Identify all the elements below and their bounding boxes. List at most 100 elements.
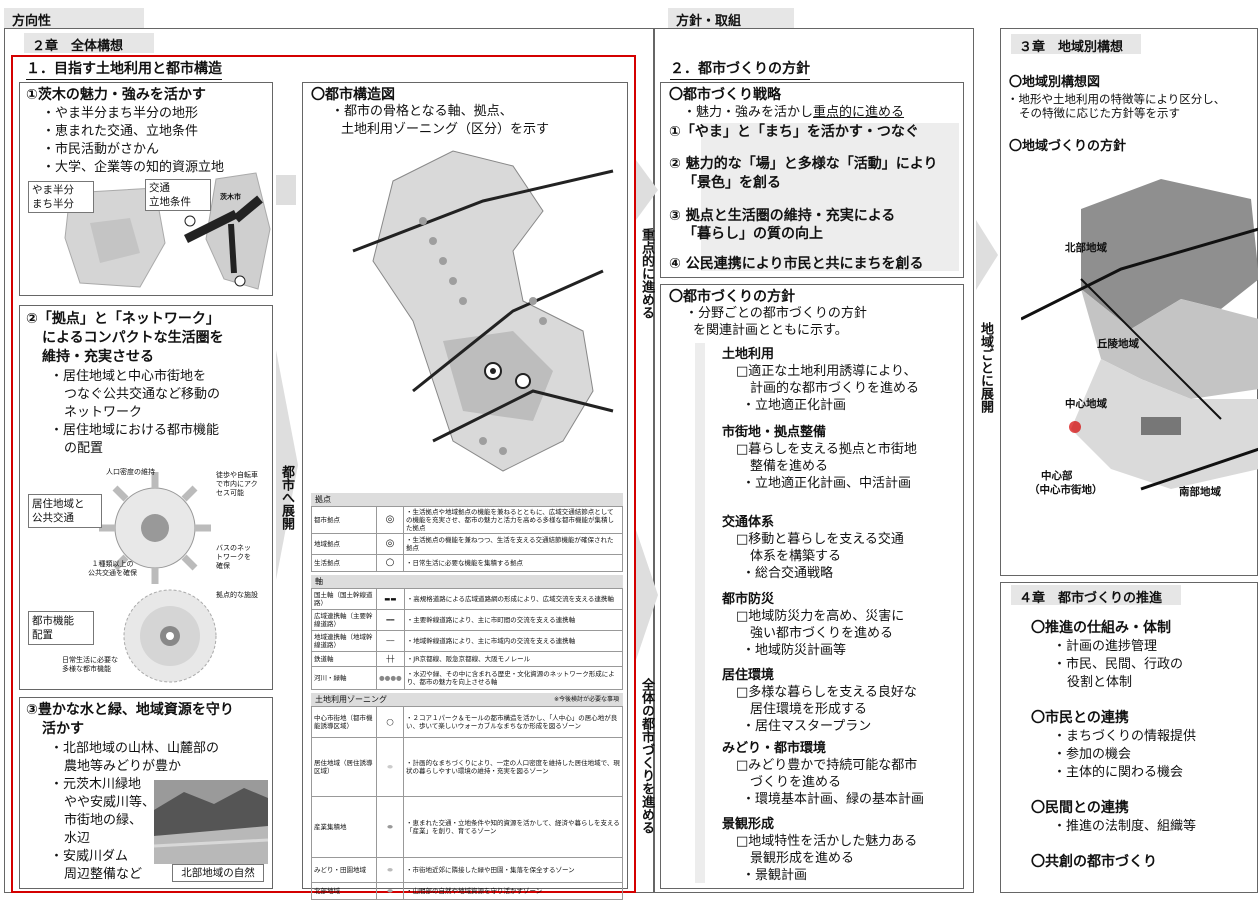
legend-desc: ・地域幹線道路により、主に市域内の交流を支える連携軸 (403, 630, 624, 652)
policy-line: □移動と暮らしを支える交通 (736, 532, 904, 547)
arrow-city-label: 都市へ展開 (279, 465, 294, 530)
legend-name: 北部地域 (311, 882, 377, 900)
legend-row: 広域連携軸（主要幹線道路）━━・主要幹線道路により、主に市町間の交流を支える連携… (311, 609, 624, 631)
ch4-section-head: 〇推進の仕組み・体制 (1031, 620, 1171, 636)
water-item: 水辺 (64, 831, 91, 846)
policy-line: 整備を進める (750, 459, 829, 474)
legend-name: 地域拠点 (311, 533, 377, 555)
water-item: 市街地の緑、 (64, 813, 143, 828)
network-diagram (99, 472, 211, 584)
chapter3-box: ３章 地域別構想 〇地域別構想図 ・地形や土地利用の特徴等により区分し、 その特… (1000, 28, 1258, 576)
policy-line: □暮らしを支える拠点と市街地 (736, 442, 917, 457)
policy-line: 居住環境を形成する (750, 702, 868, 717)
policy-line: □地域特性を活かした魅力ある (736, 834, 918, 849)
policy-group-head: 景観形成 (722, 817, 775, 832)
arrow-region-label: 地域ごとに展開 (978, 322, 993, 413)
strategy-box: 〇都市づくり戦略 ・魅力・強みを活かし重点的に進める ①「やま」と「まち」を活か… (660, 82, 964, 278)
policy-line: 強い都市づくりを進める (750, 626, 894, 641)
hub-item: の配置 (64, 441, 104, 456)
transit-line: １種類以上の (91, 560, 134, 568)
water-item: やや安威川等、 (64, 795, 156, 810)
residential-zone-swatch: ⬬ (376, 737, 404, 797)
strategy-item: ①「やま」と「まち」を活かす・つなぐ (669, 124, 919, 140)
arrow-to-structure-top (276, 175, 296, 205)
structure-desc: ・都市の骨格となる軸、拠点、 (331, 104, 513, 119)
strategy-sub: ・魅力・強みを活かし重点的に進める (683, 104, 904, 122)
charm-item: ・恵まれた交通、立地条件 (42, 124, 199, 139)
life-hub-symbol: ○ (376, 554, 404, 572)
structure-map (352, 150, 614, 472)
charm-item: ・大学、企業等の知的資源立地 (42, 160, 225, 175)
direction-tab-label: 方向性 (12, 14, 52, 29)
structure-legend: 拠点 都市拠点◎・生活拠点や地域拠点の機能を兼ねるとともに、広域交通結節点として… (311, 493, 624, 900)
region-south-label: 南部地域 (1179, 486, 1221, 498)
bus-line: 確保 (216, 562, 230, 570)
bus-label: バスのネットワークを確保 (216, 544, 251, 571)
legend-zone-header: 土地利用ゾーニング※今後検討が必要な事項 (311, 693, 623, 706)
region-hill-label: 丘陵地域 (1097, 338, 1139, 350)
arrow-to-policy (636, 530, 658, 660)
residence-line: 公共交通 (32, 512, 74, 524)
urban-function-line: 都市機能 (32, 615, 74, 627)
legend-name: 地域連携軸（地域幹線道路） (311, 630, 377, 652)
legend-hub-header: 拠点 (311, 493, 623, 506)
region-map (1021, 179, 1258, 491)
policy-tab: 方針・取組 (668, 8, 794, 29)
walk-label: 徒歩や自転車で市内にアクセス可能 (216, 471, 258, 498)
legend-zone-table: 中心市街地（都市機能誘導区域）◯・２コア１パーク＆モールの都市構造を活かし、「人… (311, 706, 623, 900)
hub-item: つなぐ公共交通など移動の (64, 387, 221, 402)
legend-row: みどり・田園地域⬬・市街地近郊に隣接した緑や田園・集落を保全するゾーン (311, 857, 623, 883)
strategy-item: ④ 公民連携により市民と共にまちを創る (669, 256, 924, 272)
region-north-label: 北部地域 (1065, 242, 1107, 254)
legend-row: 鉄道軸┼┼・JR京都線、阪急京都線、大阪モノレール (311, 651, 624, 667)
terrain-label: やま半分 まち半分 (28, 181, 94, 213)
water-item: ・北部地域の山林、山麓部の (50, 741, 220, 756)
policy-line: 体系を構築する (750, 549, 842, 564)
policy-line: ・景観計画 (742, 868, 808, 883)
legend-hub-table: 都市拠点◎・生活拠点や地域拠点の機能を兼ねるとともに、広域交通結節点としての機能… (311, 506, 623, 572)
daily-function-label: 日常生活に必要な多様な都市機能 (62, 656, 118, 674)
region-core-label: 中心部 (1041, 470, 1073, 482)
legend-desc: ・２コア１パーク＆モールの都市構造を活かし、「人中心」の居心地が良い、歩いて楽し… (403, 706, 623, 738)
legend-row: 河川・緑軸●●●●・水辺や緑、その中に含まれる歴史・文化資源のネットワーク形成に… (311, 666, 624, 690)
ch4-line: ・まちづくりの情報提供 (1053, 729, 1197, 744)
policy-group-head: みどり・都市環境 (722, 741, 827, 756)
section1-title: １．目指す土地利用と都市構造 (26, 60, 222, 80)
region-map-desc: ・地形や土地利用の特徴等により区分し、 (1007, 92, 1226, 106)
legend-row: 地域拠点◎・生活拠点の機能を兼ねつつ、生活を支える交通結節機能が確保された拠点 (311, 533, 623, 555)
structure-desc: 土地利用ゾーニング（区分）を示す (341, 122, 550, 137)
bus-line: バスのネッ (216, 544, 251, 552)
hub-item: ・居住地域における都市機能 (50, 423, 220, 438)
policy-line: ・環境基本計画、緑の基本計画 (742, 792, 925, 807)
transport-map (183, 172, 271, 290)
arrow-to-strategy (636, 160, 658, 220)
legend-row: 居住地域（居住誘導区域）⬬・計画的なまちづくりにより、一定の人口密度を維持した居… (311, 737, 623, 797)
urban-function-label: 都市機能配置 (28, 611, 94, 645)
ch4-section-head: 〇共創の都市づくり (1031, 854, 1157, 870)
transit-label: １種類以上の公共交通を確保 (88, 560, 137, 578)
legend-desc: ・山間部の自然や地域資源を守り活かすゾーン (403, 882, 623, 900)
policy-desc: ・分野ごとの都市づくりの方針 (685, 306, 867, 321)
charm-item: ・やま半分まち半分の地形 (42, 106, 199, 121)
transport-label: 交通 立地条件 (145, 179, 211, 211)
daily-line: 多様な都市機能 (62, 665, 111, 673)
legend-desc: ・JR京都線、阪急京都線、大阪モノレール (403, 651, 624, 667)
legend-axis-header: 軸 (311, 575, 623, 588)
urban-function-line: 配置 (32, 629, 53, 641)
industry-zone-swatch: ⬬ (376, 796, 404, 858)
strategy-item: 「景色」を創る (683, 175, 781, 191)
region-center-label: 中心地域 (1065, 398, 1107, 410)
policy-tab-label: 方針・取組 (676, 14, 742, 29)
policy-line: ・居住マスタープラン (742, 719, 872, 734)
wide-axis-symbol: ━━ (376, 609, 405, 631)
legend-desc: ・計画的なまちづくりにより、一定の人口密度を維持した居住地域で、現状の暮らしやす… (403, 737, 623, 797)
ch4-line: ・計画の進捗管理 (1053, 639, 1158, 654)
chapter4-box: ４章 都市づくりの推進 〇推進の仕組み・体制 ・計画の進捗管理 ・市民、民間、行… (1000, 582, 1258, 893)
region-map-title: 〇地域別構想図 (1009, 75, 1101, 90)
walk-line: 徒歩や自転車 (216, 471, 258, 479)
river-axis-symbol: ●●●● (376, 666, 405, 690)
policy-group-head: 都市防災 (722, 592, 775, 607)
chapter4-title: ４章 都市づくりの推進 (1011, 585, 1181, 606)
chapter2-title: ２章 全体構想 (24, 33, 154, 54)
ch4-section-head: 〇市民との連携 (1031, 710, 1129, 726)
